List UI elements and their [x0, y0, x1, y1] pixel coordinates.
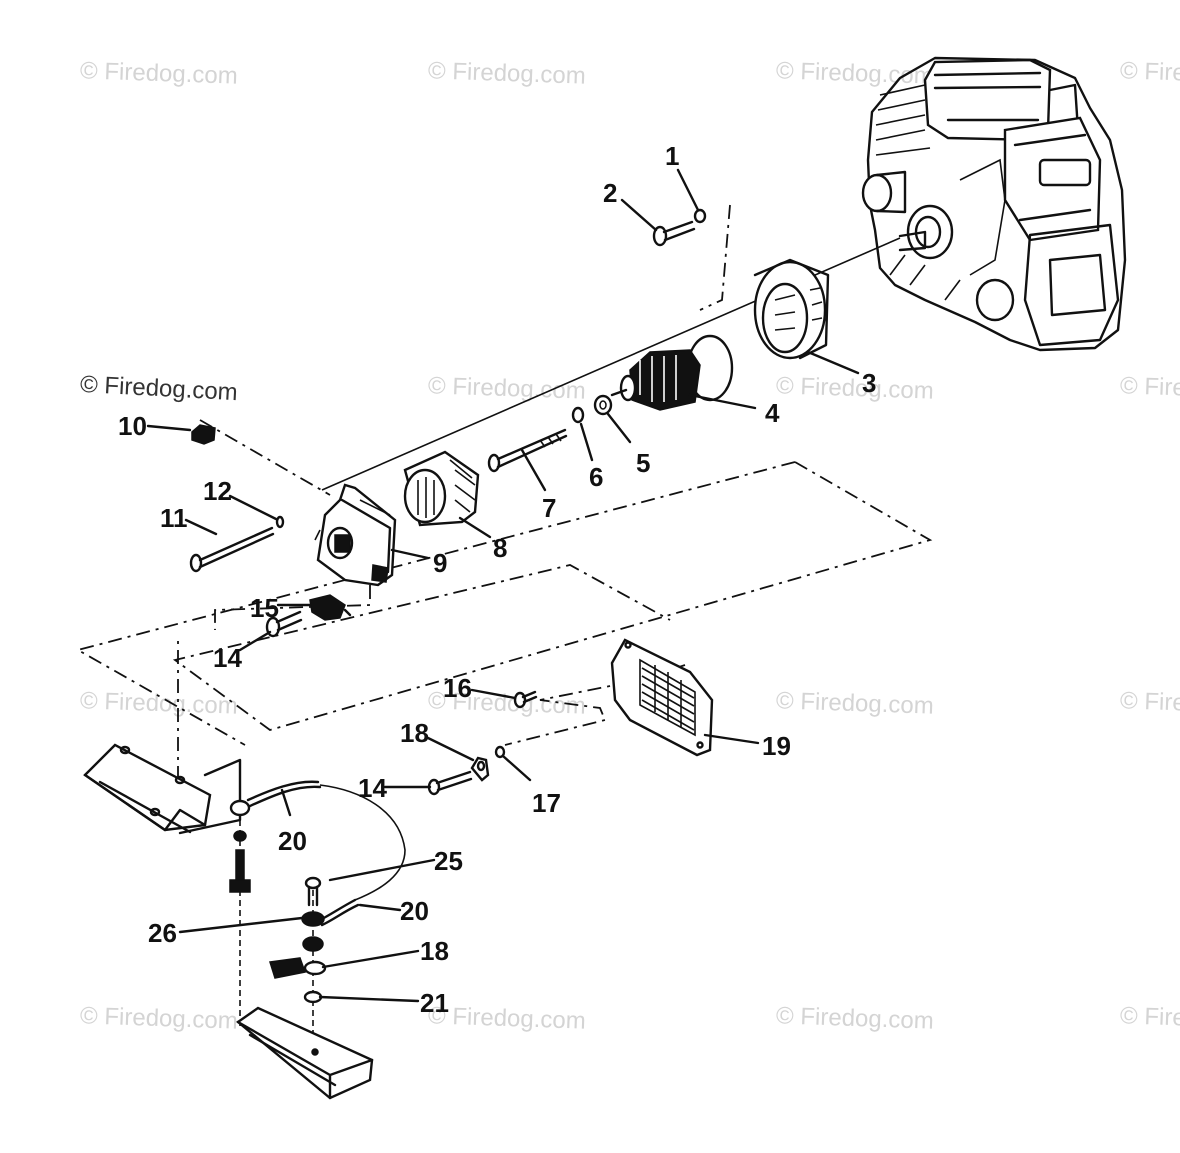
- part-15-brush-holder: [309, 594, 352, 621]
- callout-10: 10: [118, 411, 147, 441]
- leader-line: [214, 585, 371, 630]
- part-18-terminal: [269, 957, 327, 979]
- part-20-ground-wire: [229, 780, 406, 927]
- part-11-bolt: [189, 526, 275, 573]
- part-16-screw: [513, 690, 538, 709]
- callout-18-upper: 18: [400, 718, 429, 748]
- part-18-terminal: [470, 756, 490, 782]
- part-10-clip: [191, 424, 216, 445]
- callout-5: 5: [636, 448, 651, 478]
- callout-12: 12: [203, 476, 232, 506]
- callout-14-upper: 14: [213, 643, 242, 673]
- part-1-washer: [693, 208, 707, 224]
- washer: [302, 936, 324, 952]
- callout-20-lower: 20: [400, 896, 429, 926]
- part-14-screw: [427, 770, 473, 796]
- part-8-bearing: [403, 450, 480, 527]
- callout-15: 15: [250, 593, 279, 623]
- leader-line: [172, 461, 933, 731]
- part-17-washer: [494, 745, 506, 759]
- callout-2: 2: [603, 178, 618, 208]
- callout-25: 25: [434, 846, 463, 876]
- part-21-washer: [303, 990, 323, 1004]
- callout-3: 3: [862, 368, 877, 398]
- callout-18-lower: 18: [420, 936, 449, 966]
- part-12-washer: [275, 515, 285, 529]
- callout-9: 9: [433, 548, 448, 578]
- part-7-through-bolt: [487, 428, 568, 473]
- engine: [861, 56, 1127, 352]
- callout-4: 4: [765, 398, 780, 428]
- leader-line: [699, 204, 731, 311]
- callout-14-lower: 14: [358, 773, 387, 803]
- part-4-rotor: [610, 334, 734, 411]
- part-6-washer: [571, 406, 585, 424]
- part-26-washer: [301, 911, 325, 927]
- bolt: [229, 849, 251, 893]
- callout-6: 6: [589, 462, 604, 492]
- callout-8: 8: [493, 533, 508, 563]
- lower-bracket-plate: [236, 1006, 374, 1100]
- washer: [233, 830, 247, 842]
- callout-19: 19: [762, 731, 791, 761]
- part-3-stator-ring: [753, 258, 830, 360]
- mounting-bracket: [83, 743, 242, 835]
- callout-26: 26: [148, 918, 177, 948]
- callout-7: 7: [542, 493, 557, 523]
- callout-16: 16: [443, 673, 472, 703]
- callout-21: 21: [420, 988, 449, 1018]
- part-9-end-housing: [314, 483, 397, 587]
- part-25-screw: [304, 876, 322, 907]
- leader-line: [199, 419, 331, 496]
- callout-11: 11: [160, 503, 188, 533]
- part-19-grille-cover: [610, 638, 714, 757]
- callout-17: 17: [532, 788, 561, 818]
- part-2-screw: [652, 220, 696, 247]
- callout-leaders: [146, 168, 860, 1003]
- callout-20-upper: 20: [278, 826, 307, 856]
- callout-1: 1: [665, 141, 680, 171]
